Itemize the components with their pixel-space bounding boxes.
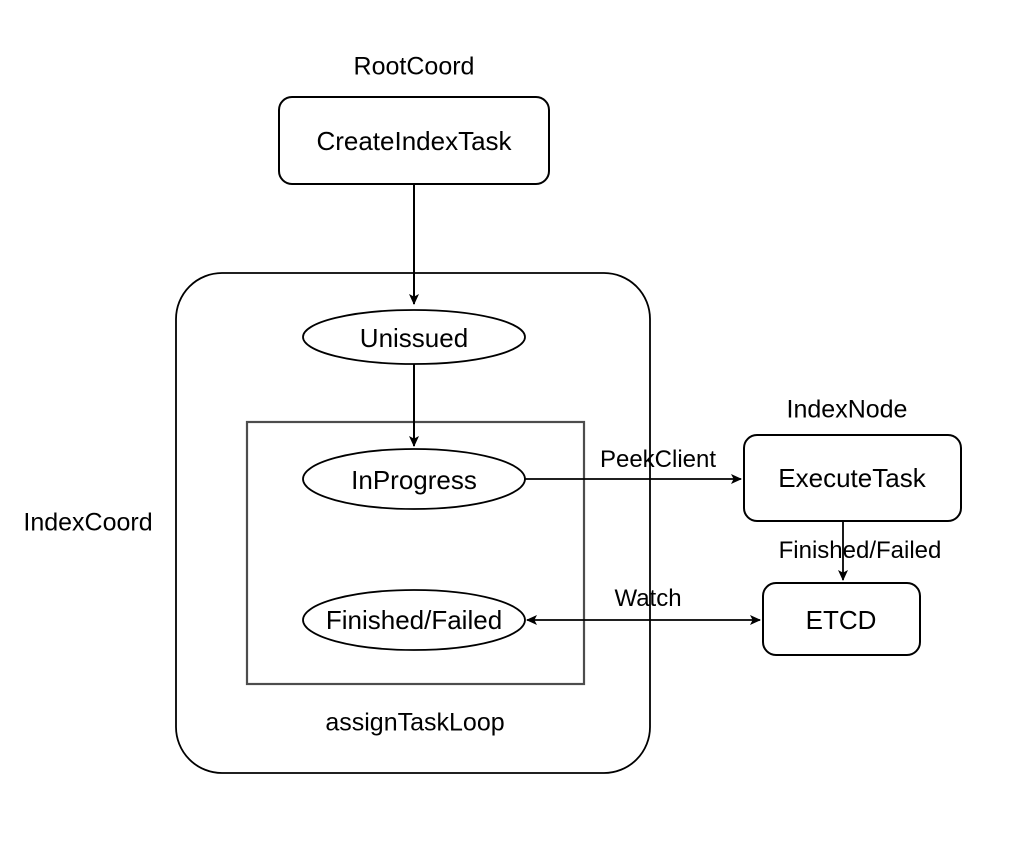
group-assigntaskloop-shape (245, 420, 586, 686)
group-label-indexnode: IndexNode (786, 395, 908, 424)
node-finished-failed-state-shape[interactable] (302, 589, 526, 651)
group-label-assigntaskloop: assignTaskLoop (325, 708, 505, 737)
node-label-create-index-task[interactable]: CreateIndexTask (316, 126, 512, 156)
group-label-rootcoord: RootCoord (353, 52, 475, 81)
group-label-indexcoord: IndexCoord (23, 508, 153, 537)
edge-label-peekclient: PeekClient (599, 446, 717, 473)
node-label-etcd[interactable]: ETCD (805, 605, 877, 635)
node-label-inprogress[interactable]: InProgress (351, 465, 477, 495)
node-label-unissued[interactable]: Unissued (359, 323, 469, 353)
node-execute-task-shape[interactable] (743, 434, 962, 522)
edge-label-finished-failed: Finished/Failed (778, 537, 942, 564)
node-label-finished-failed-state[interactable]: Finished/Failed (325, 605, 503, 635)
node-label-execute-task[interactable]: ExecuteTask (778, 463, 926, 493)
node-etcd-shape[interactable] (762, 582, 921, 656)
edge-label-watch: Watch (614, 585, 682, 612)
